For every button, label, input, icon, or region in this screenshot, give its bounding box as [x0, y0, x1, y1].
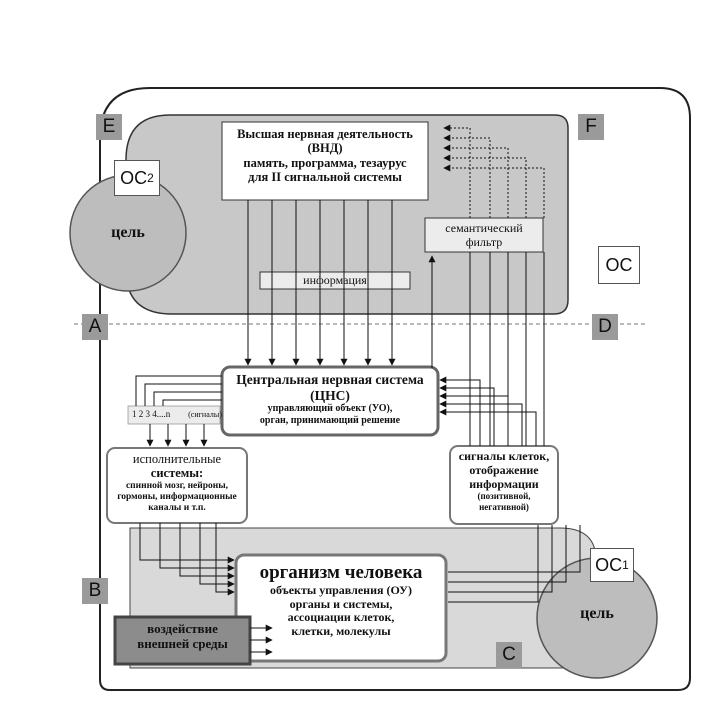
cns-text: Центральная нервная система (ЦНС) управл…: [222, 372, 438, 426]
semantic-filter-box: [424, 217, 544, 253]
connector-arrow: [215, 523, 235, 596]
semantic-filter-line-2: фильтр: [465, 234, 503, 249]
executive-text: исполнительные системы: спинной мозг, не…: [107, 452, 247, 514]
signals-label: (сигналы): [188, 410, 222, 419]
executive-line-1: спинной мозг, нейроны,: [125, 480, 229, 491]
connector-arrow: [443, 154, 527, 218]
vnd-box: [221, 121, 429, 201]
cns-title-2: (ЦНС): [310, 387, 350, 403]
arrow-group: [135, 124, 581, 656]
oc2-subscript: 2: [147, 171, 154, 185]
connector-arrow: [439, 400, 523, 446]
corner-label-e: E: [96, 114, 122, 140]
connector-arrow: [439, 384, 495, 446]
executive-line-3: каналы и т.п.: [148, 502, 206, 513]
connector-arrow: [448, 525, 567, 583]
environment-line-1: воздействие: [147, 621, 218, 636]
connector-arrow: [443, 134, 491, 218]
cns-sub-2: орган, принимающий решение: [259, 414, 401, 426]
organism-line-1: объекты управления (ОУ): [270, 582, 412, 597]
cell-signals-line-1: сигналы клеток,: [458, 449, 550, 463]
connector-arrow: [443, 124, 471, 218]
connector-arrow: [139, 523, 235, 564]
oc-label: OC: [605, 254, 633, 275]
connector-arrow: [162, 399, 222, 406]
corner-label-c: C: [496, 642, 522, 668]
vnd-line-2: (ВНД): [307, 141, 343, 156]
executive-box: [106, 447, 248, 524]
oc2-label: OC: [120, 167, 148, 188]
environment-line-2: внешней среды: [137, 635, 228, 651]
connector-arrow: [153, 391, 222, 406]
organism-box: [234, 553, 448, 663]
connector-arrow: [144, 383, 222, 406]
cns-box: [220, 365, 440, 437]
semantic-filter-text: семантический фильтр: [425, 221, 543, 250]
cell-signals-line-2: отображение: [469, 462, 539, 477]
organism-text: организм человека объекты управления (ОУ…: [236, 562, 446, 639]
signal-numbers: 1 2 3 4....n: [132, 409, 171, 419]
connector-arrow: [448, 525, 539, 603]
signals-strip: [127, 405, 221, 425]
information-bar: [259, 271, 411, 290]
cell-signals-line-3: информации: [469, 476, 539, 491]
executive-title-2: системы:: [150, 466, 204, 481]
organism-line-4: клетки, молекулы: [291, 624, 391, 639]
corner-label-a: A: [82, 314, 108, 340]
connector-arrow: [448, 525, 581, 573]
connector-arrow: [199, 523, 235, 588]
connector-arrow: [135, 375, 222, 406]
vnd-line-4: для II сигнальной системы: [248, 170, 402, 185]
oc-box: OC: [598, 246, 640, 284]
cns-title-1: Центральная нервная система: [236, 372, 424, 387]
connector-arrow: [439, 376, 481, 446]
information-label: информация: [303, 273, 367, 287]
cell-signals-line-5: негативной): [479, 501, 529, 512]
oc1-label: OC: [595, 554, 623, 575]
organism-title: организм человека: [259, 562, 423, 583]
corner-label-d: D: [592, 314, 618, 340]
connector-arrow: [443, 144, 509, 218]
vnd-line-1: Высшая нервная деятельность: [237, 127, 413, 141]
semantic-filter-line-1: семантический: [445, 221, 523, 235]
executive-line-2: гормоны, информационные: [117, 491, 237, 502]
cell-signals-line-4: (позитивной,: [477, 491, 531, 502]
vnd-line-3: память, программа, тезаурус: [243, 155, 407, 170]
corner-label-b: B: [82, 578, 108, 604]
connector-arrow: [439, 408, 537, 446]
goal-label-top: цель: [111, 224, 145, 241]
cns-sub-1: управляющий объект (УО),: [267, 403, 393, 415]
cell-signals-text: сигналы клеток, отображение информации (…: [450, 449, 558, 512]
goal-label-bottom: цель: [580, 605, 614, 622]
connector-arrow: [443, 164, 545, 218]
corner-label-f: F: [578, 114, 604, 140]
organism-line-3: ассоциации клеток,: [287, 610, 395, 625]
connector-arrow: [159, 523, 235, 572]
connector-arrow: [448, 525, 553, 593]
oc1-subscript: 1: [622, 558, 629, 572]
vnd-text: Высшая нервная деятельность (ВНД) память…: [222, 127, 428, 185]
organism-line-2: органы и системы,: [289, 596, 393, 611]
executive-title-1: исполнительные: [132, 452, 222, 466]
environment-text: воздействие внешней среды: [115, 621, 250, 652]
cell-signals-box: [449, 445, 559, 525]
